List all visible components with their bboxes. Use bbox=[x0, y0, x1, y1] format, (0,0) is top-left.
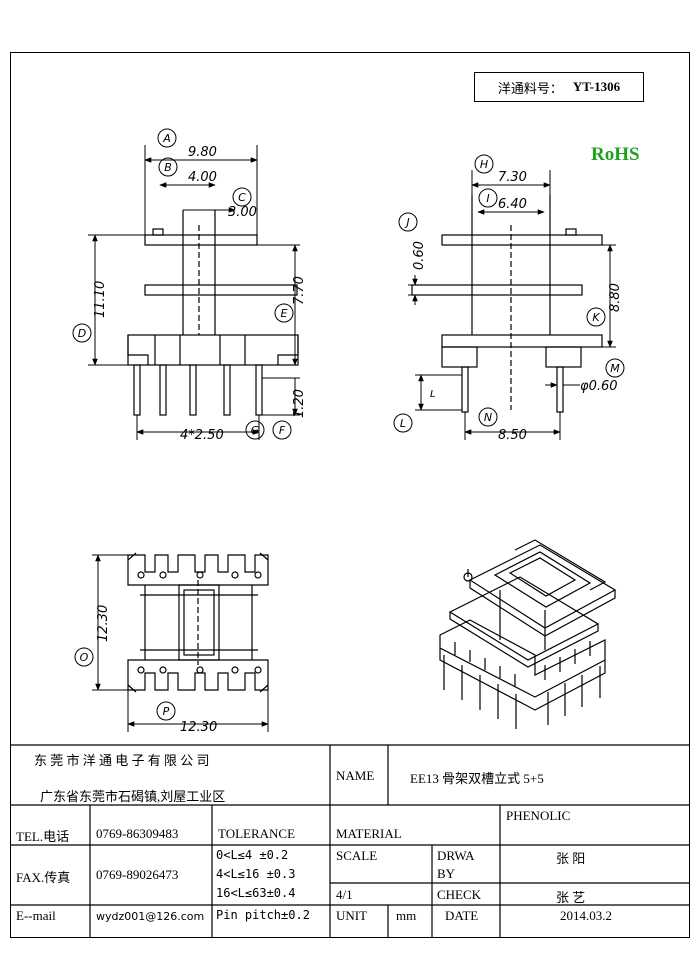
label-f: F bbox=[279, 424, 286, 437]
part-number-box: 洋通料号： YT-1306 bbox=[474, 72, 644, 102]
label-m: M bbox=[610, 362, 620, 375]
part-number-label: 洋通料号： bbox=[497, 80, 563, 96]
drawn-label-2: BY bbox=[437, 866, 456, 881]
drawn-label-1: DRWA bbox=[437, 848, 475, 863]
check-label: CHECK bbox=[437, 887, 482, 902]
dim-k-value: 8.80 bbox=[608, 283, 623, 312]
dim-j-value: 0.60 bbox=[412, 241, 427, 270]
dim-l-value: L bbox=[430, 389, 436, 400]
label-l: L bbox=[400, 417, 406, 430]
tel-value: 0769-86309483 bbox=[96, 826, 179, 841]
label-j: J bbox=[404, 216, 409, 229]
label-h: H bbox=[480, 158, 488, 171]
top-view-dimensions: 12.30 12.30 bbox=[92, 554, 269, 735]
part-number-value: YT-1306 bbox=[572, 79, 621, 94]
email-value: wydz001@126.com bbox=[96, 910, 205, 923]
date-label: DATE bbox=[445, 908, 479, 923]
label-p: P bbox=[163, 705, 170, 718]
dim-b-value: 4.00 bbox=[188, 170, 217, 185]
dim-e-value: 7.70 bbox=[292, 276, 307, 305]
dim-f-value: 1.20 bbox=[292, 389, 307, 418]
title-block-grid bbox=[10, 744, 690, 938]
front-view bbox=[127, 210, 299, 416]
label-d: D bbox=[78, 327, 86, 340]
front-view-dimensions: 9.80 4.00 3.00 11.10 7.70 1.20 4*2.50 bbox=[88, 145, 307, 443]
isometric-view bbox=[439, 539, 617, 729]
material-label: MATERIAL bbox=[336, 826, 402, 841]
label-c: C bbox=[238, 191, 246, 204]
check-value: 张 艺 bbox=[556, 890, 586, 905]
scale-label: SCALE bbox=[336, 848, 378, 863]
dim-i-value: 6.40 bbox=[498, 197, 527, 212]
side-view bbox=[411, 195, 603, 413]
dim-p-value: 12.30 bbox=[180, 720, 217, 735]
tolerance-row-2: 4<L≤16 ±0.3 bbox=[216, 867, 296, 881]
email-label: E--mail bbox=[16, 908, 56, 923]
tolerance-row-1: 0<L≤4 ±0.2 bbox=[216, 848, 289, 862]
date-value: 2014.03.2 bbox=[560, 908, 612, 923]
drawn-value: 张 阳 bbox=[556, 851, 586, 866]
label-b: B bbox=[164, 161, 172, 174]
scale-value: 4/1 bbox=[336, 887, 353, 902]
dim-d-value: 11.10 bbox=[93, 281, 108, 318]
dim-a-value: 9.80 bbox=[188, 145, 217, 160]
company-name: 东 莞 市 洋 通 电 子 有 限 公 司 bbox=[34, 753, 210, 768]
label-n: N bbox=[484, 411, 492, 424]
unit-label: UNIT bbox=[336, 908, 368, 923]
tel-label: TEL.电话 bbox=[16, 829, 70, 844]
company-address: 广东省东莞市石碣镇,刘屋工业区 bbox=[40, 789, 226, 804]
tolerance-label: TOLERANCE bbox=[218, 826, 296, 841]
material-value: PHENOLIC bbox=[506, 808, 571, 823]
dim-g-value: 4*2.50 bbox=[180, 428, 224, 443]
label-o: O bbox=[80, 651, 89, 664]
drawing-frame bbox=[10, 52, 690, 938]
label-k: K bbox=[592, 311, 600, 324]
rohs-mark: RoHS bbox=[591, 144, 640, 165]
name-value: EE13 骨架双槽立式 5+5 bbox=[410, 771, 544, 786]
dim-m-value: φ0.60 bbox=[580, 379, 618, 394]
label-e: E bbox=[281, 307, 288, 320]
unit-value: mm bbox=[396, 908, 417, 923]
side-view-dimensions: 7.30 6.40 0.60 8.80 L φ0.60 8.50 bbox=[408, 170, 623, 443]
fax-value: 0769-89026473 bbox=[96, 867, 179, 882]
tolerance-row-3: 16<L≤63±0.4 bbox=[216, 886, 296, 900]
dim-c-value: 3.00 bbox=[228, 205, 257, 220]
dim-o-value: 12.30 bbox=[96, 605, 111, 642]
dim-h-value: 7.30 bbox=[498, 170, 527, 185]
label-g: G bbox=[251, 424, 260, 437]
label-i: I bbox=[486, 192, 489, 205]
dim-n-value: 8.50 bbox=[498, 428, 527, 443]
label-a: A bbox=[162, 132, 171, 145]
tolerance-row-4: Pin pitch±0.2 bbox=[216, 908, 310, 922]
name-label: NAME bbox=[336, 768, 375, 783]
top-view bbox=[127, 552, 269, 693]
fax-label: FAX.传真 bbox=[16, 870, 71, 885]
